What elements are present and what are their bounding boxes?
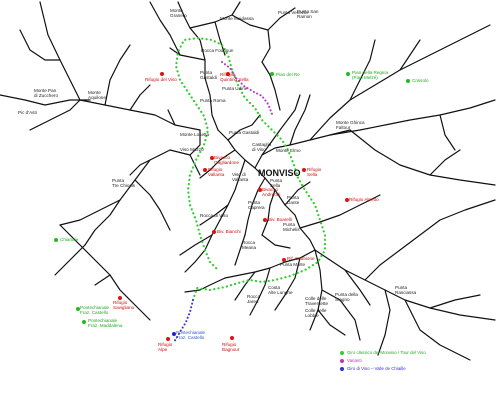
refuge-marker (212, 230, 216, 234)
label-punta-venezia: Punta Venezia (278, 10, 308, 15)
label-monte-elmo: Monte Elmo (276, 148, 301, 153)
label-colle-lobbie: Colle delle Lobbie (305, 308, 327, 318)
place-marker (346, 72, 350, 76)
label-rif-sabbione: Rif. Sabbione (287, 256, 315, 261)
label-punta-sella: Punta Sella (270, 178, 283, 188)
label-rif-alpetto: Rifugio Alpetto (349, 197, 379, 202)
legend-blue-swatch (340, 366, 344, 371)
legend-green: Giro classico del Monviso / Tour del Vis… (340, 350, 426, 355)
label-rif-bianchi: Biv. Bianchi (217, 229, 241, 234)
place-marker (54, 238, 58, 242)
label-rif-boarelli: Biv. Boarelli (268, 217, 292, 222)
route-blue (173, 299, 194, 343)
legend-red-label: Varianti (347, 358, 362, 363)
label-viso-di-vallanta: Viso di Vallanta (232, 172, 249, 182)
label-rocca-meana: Rocca Meana (242, 240, 257, 250)
label-punta-marte: Punta Marte (280, 262, 306, 267)
label-punta-dello-stagno: Punta della Stagno (335, 292, 358, 302)
label-punta-san-ramon: Punta San Ramon (297, 9, 319, 19)
refuge-marker (258, 188, 262, 192)
label-rif-viso: Rifugio del Viso (145, 77, 177, 82)
refuge-marker (160, 72, 164, 76)
label-rif-quintino: Rifugio Quintino Sella (220, 72, 249, 82)
label-rif-sella-2: Rifugio Sella (307, 167, 322, 177)
refuge-marker (226, 72, 230, 76)
legend-blue: Giro di Viso – Valle de Chiaille (340, 366, 406, 371)
label-pontechianale: Pontechianale Fraz. Castello (80, 305, 110, 315)
label-costa-alte-lunghe: Costa Alte Lunghe (268, 285, 293, 295)
label-rocca-di-viso: Rocca di Viso (200, 213, 229, 218)
label-castaglia: Castaglia di Viso (252, 142, 272, 152)
label-monte-losetta: Monte Losetta (180, 132, 210, 137)
label-monte-meidassa: Monte Meidassa (220, 16, 254, 21)
label-colle-traversette: Colle delle Traversette (305, 296, 329, 306)
refuge-marker (210, 156, 214, 160)
route-giro-monviso (174, 36, 327, 302)
place-marker (406, 79, 410, 83)
legend-red-swatch (340, 358, 344, 363)
label-punta-gastaldi: Punta Gastaldi (200, 70, 217, 80)
label-punta-gastaldi-2: Punta Gastaldi (229, 130, 260, 135)
label-pian-della-regina: Pian della Regina (Pian Melzé) (352, 70, 389, 80)
label-monte-granero: Monte Granero (170, 8, 187, 18)
label-rocca-jarea: Rocca Jarea (247, 294, 261, 304)
label-monte-ghinca: Monte Ghinca Faltour (336, 120, 365, 130)
label-punta-tre-chiosis: Punta Tre Chiosis (112, 178, 136, 188)
label-rif-vallanta: Rifugio Vallanta (208, 167, 225, 177)
refuge-marker (345, 198, 349, 202)
place-marker (76, 307, 80, 311)
label-rif-alpe: Rifugio Alpe (158, 342, 173, 352)
label-pontechianale-2: Pontechianale Fraz. Maddalena (88, 318, 123, 328)
place-marker (82, 320, 86, 324)
refuge-marker (302, 168, 306, 172)
label-crissolo: Crissolo (412, 78, 429, 83)
label-pian-del-re: Pian del Re (276, 72, 300, 77)
refuge-marker (282, 258, 286, 262)
refuge-marker (118, 296, 122, 300)
label-rif-bagnour: Rifugio Bagnour (222, 342, 240, 352)
label-rif-savigliano: Rifugio Savigliano (113, 300, 135, 310)
ridge-lines (0, 1, 496, 361)
refuge-marker (230, 336, 234, 340)
place-marker (270, 72, 274, 76)
label-chianale: Chianale (60, 237, 79, 242)
legend-green-label: Giro classico del Monviso / Tour del Vis… (347, 350, 426, 355)
label-punta-rasciassa: Punta Rasciassa (395, 285, 417, 295)
refuge-marker (166, 337, 170, 341)
label-monviso: MONVISO (258, 168, 301, 178)
label-pic-d-asti: Pic d'Asti (18, 110, 37, 115)
legend-blue-label: Giro di Viso – Valle de Chiaille (347, 366, 406, 371)
label-rocca-fourioun: Rocca Fourioun (201, 48, 234, 53)
label-punta-udine: Punta Udine (222, 86, 248, 91)
label-rif-gagliardone: Bivacco Gagliardone (214, 155, 240, 165)
refuge-marker (263, 218, 267, 222)
label-punta-dante: Punta Dante (287, 195, 300, 205)
label-viso-mozzo: Viso Mozzo (180, 147, 204, 152)
place-marker (172, 332, 176, 336)
label-punta-roma: Punta Roma (200, 98, 226, 103)
legend-red: Varianti (340, 358, 362, 363)
label-monte-aquilone: Monte Aquilone (88, 90, 106, 100)
label-rif-andreotti: Bivacco Andreotti (262, 187, 281, 197)
label-monte-pan: Monte Pan di Zucchero (34, 88, 59, 98)
label-pontechianale-3: Pontechianale Fraz. Castello (176, 330, 206, 340)
legend-green-swatch (340, 350, 344, 355)
refuge-marker (203, 168, 207, 172)
route-variant (221, 61, 273, 115)
label-punta-caprera: Punta Caprera (248, 200, 265, 210)
label-punta-michelis: Punta Michelis (283, 222, 300, 232)
